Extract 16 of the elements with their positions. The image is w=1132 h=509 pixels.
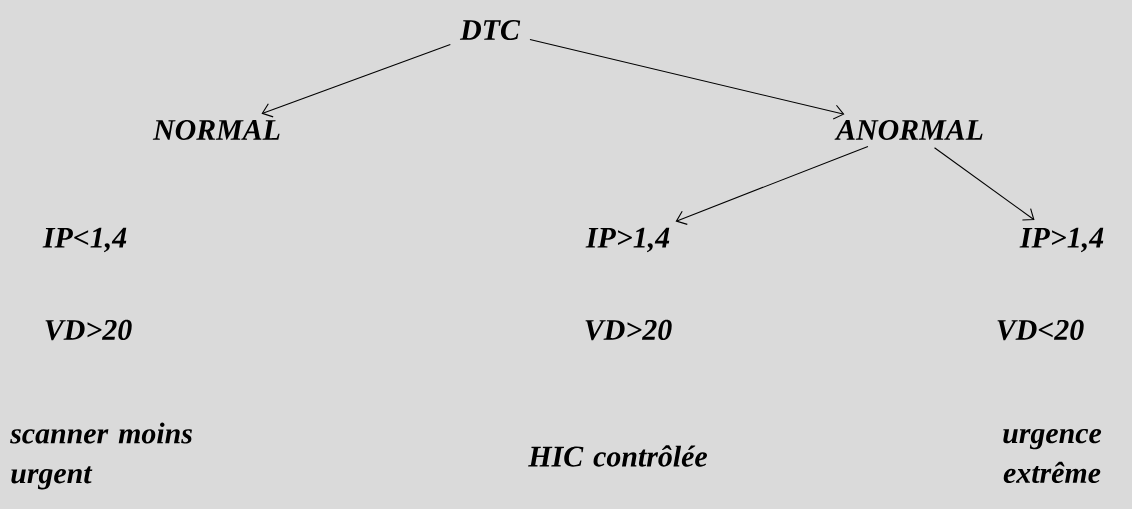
outcome-text: VD>20 xyxy=(585,319,672,341)
tree-label: IP>1,4 xyxy=(585,227,670,253)
outcome-text: VD<20 xyxy=(997,319,1084,341)
arrow xyxy=(675,145,869,225)
outcome-text: scanner moins urgent xyxy=(10,422,192,490)
arrow xyxy=(529,38,845,120)
outcome-text: urgence extrême xyxy=(1003,428,1102,484)
tree-label: NORMAL xyxy=(152,119,280,141)
outcome-text: IP<1,4 xyxy=(42,227,127,253)
outcome-text: HIC contrôlée xyxy=(528,445,707,467)
outcome-text: VD>20 xyxy=(45,319,132,341)
arrow xyxy=(934,147,1035,221)
tree-label: ANORMAL xyxy=(834,119,983,141)
tree-label: IP>1,4 xyxy=(1019,227,1104,253)
tree-label: DTC xyxy=(459,19,521,41)
arrow xyxy=(261,43,451,118)
